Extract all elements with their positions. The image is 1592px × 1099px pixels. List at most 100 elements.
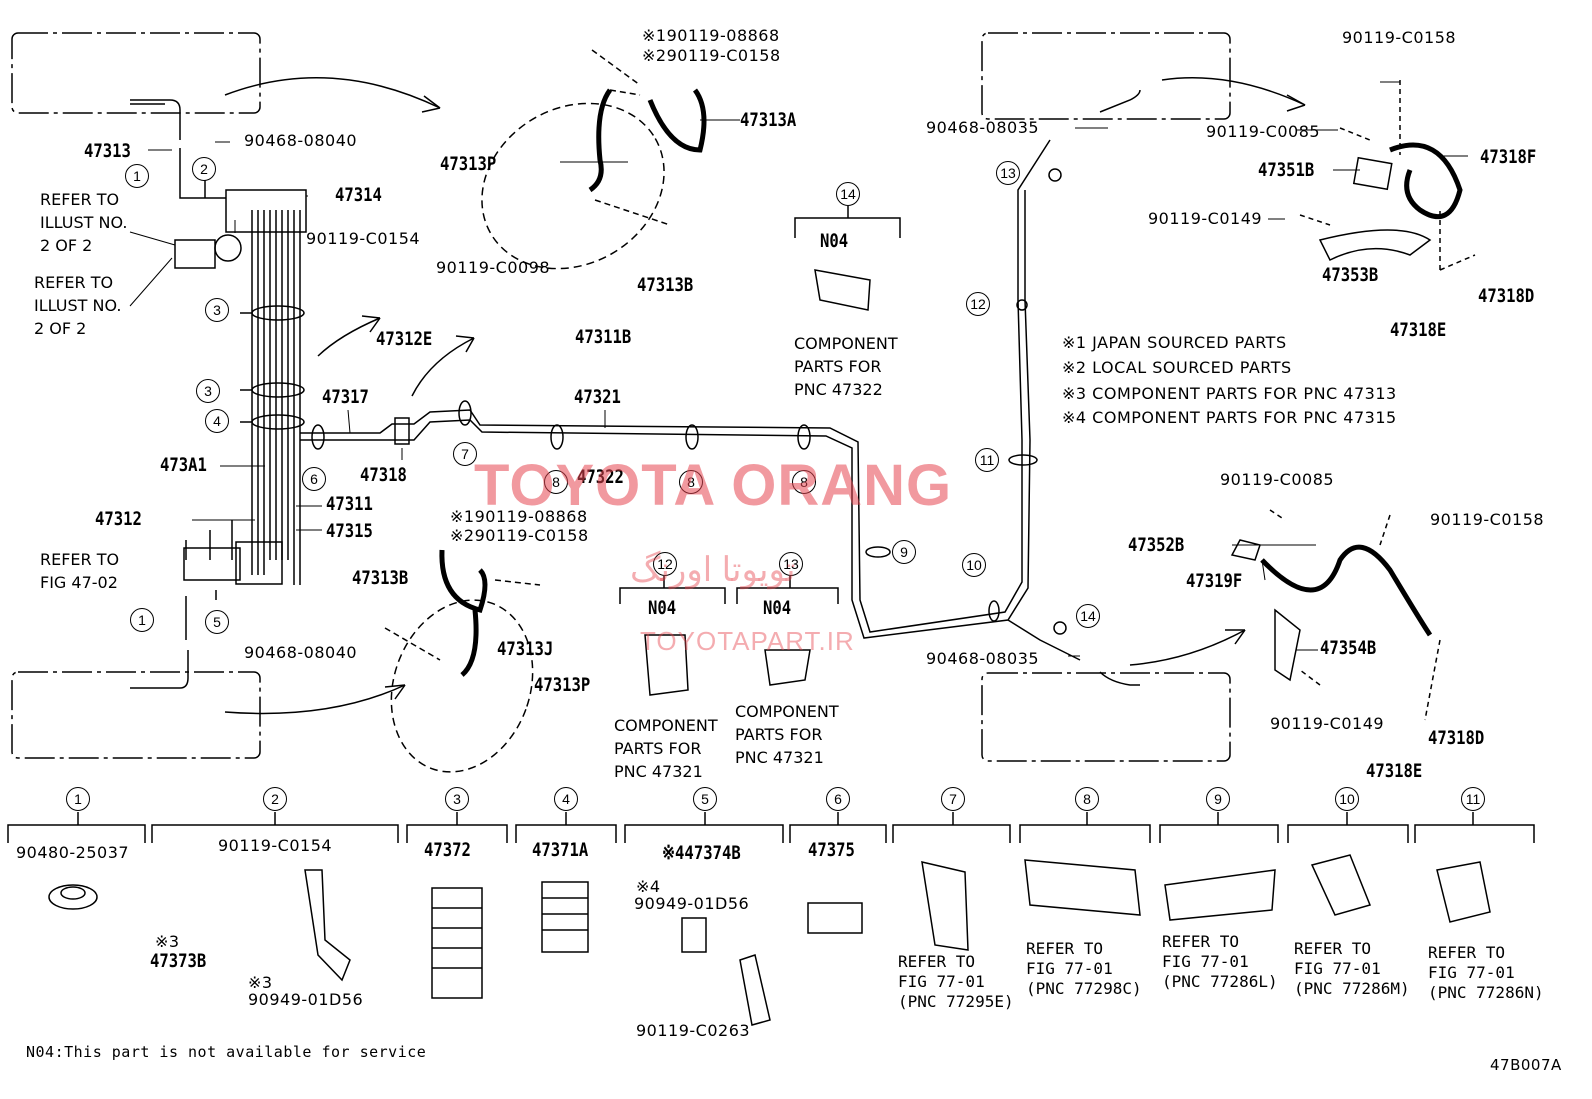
index-circle-6: 6 <box>826 787 850 811</box>
label-47313B-top: 47313B <box>637 274 694 296</box>
arrow-47311B <box>411 337 475 397</box>
label-47313P-top: 47313P <box>440 153 497 175</box>
legend-item-1: ※1 JAPAN SOURCED PARTS <box>1062 333 1287 352</box>
label-n04-c: N04 <box>763 597 792 619</box>
joint-47318 <box>394 417 410 445</box>
bottom-refer-77295E: REFER TO FIG 77-01 (PNC 77295E) <box>898 952 1014 1011</box>
bottom-label-47372: 47372 <box>424 839 471 861</box>
clamp-3b <box>251 382 305 398</box>
label-47318D-r1: 47318D <box>1478 285 1535 307</box>
label-47352B: 47352B <box>1128 534 1185 556</box>
footer-note: N04:This part is not available for servi… <box>26 1043 427 1061</box>
label-90468-08035-top: 90468-08035 <box>926 118 1040 137</box>
arrow-top-right <box>1161 77 1306 106</box>
label-47317: 47317 <box>322 386 369 408</box>
component-parts-47321-b: COMPONENT PARTS FOR PNC 47321 <box>735 702 839 767</box>
label-90468-08040-top: 90468-08040 <box>244 131 358 150</box>
label-90119-C0149-r2: 90119-C0149 <box>1270 714 1385 733</box>
hose-47318F <box>1389 142 1463 220</box>
index-circle-8: 8 <box>792 470 816 494</box>
index-circle-3: 3 <box>196 379 220 403</box>
bottom-refer-77286M: REFER TO FIG 77-01 (PNC 77286M) <box>1294 939 1410 998</box>
index-circle-3: 3 <box>205 298 229 322</box>
clip-77286M <box>1310 854 1372 916</box>
clip-90949 <box>681 917 707 953</box>
index-circle-9: 9 <box>892 540 916 564</box>
clip-n04-b <box>644 634 689 696</box>
index-circle-5: 5 <box>693 787 717 811</box>
index-circle-1: 1 <box>130 608 154 632</box>
watermark-main: TOYOTA ORANG <box>474 453 953 518</box>
label-47311B: 47311B <box>575 326 632 348</box>
bottom-label-note3b: ※3 <box>248 973 273 992</box>
index-circle-5: 5 <box>205 610 229 634</box>
watermark-site: TOYOTAPART.IR <box>640 626 855 656</box>
index-circle-8: 8 <box>1075 787 1099 811</box>
bottom-label-note4: ※4 <box>636 877 661 896</box>
label-473A1: 473A1 <box>160 454 207 476</box>
detail-box-bottom-left <box>11 671 261 759</box>
index-circle-13: 13 <box>996 161 1020 185</box>
index-circle-12: 12 <box>966 292 990 316</box>
label-47351B: 47351B <box>1258 159 1315 181</box>
label-90119-08868-top: ※190119-08868 <box>642 26 780 45</box>
label-47318: 47318 <box>360 464 407 486</box>
index-circle-11: 11 <box>1461 787 1485 811</box>
label-90119-C0149-r1: 90119-C0149 <box>1148 209 1263 228</box>
label-47353B: 47353B <box>1322 264 1379 286</box>
tube-top-right <box>1099 89 1141 113</box>
detail-box-top-right <box>981 32 1231 120</box>
hose-detail-ellipse-mid <box>390 599 534 773</box>
tube-bottom-right <box>1099 671 1140 686</box>
clamp-47371A <box>541 881 589 953</box>
index-circle-9: 9 <box>1206 787 1230 811</box>
label-90119-08868-mid: ※190119-08868 <box>450 507 588 526</box>
arrow-bottom-right <box>1129 629 1246 666</box>
label-47321: 47321 <box>574 386 621 408</box>
bottom-refer-77286L: REFER TO FIG 77-01 (PNC 77286L) <box>1162 932 1278 991</box>
main-brake-lines <box>300 139 1081 661</box>
hose-47319F <box>1260 544 1433 637</box>
bottom-label-note3a: ※3 <box>155 932 180 951</box>
index-circle-6: 6 <box>302 467 326 491</box>
component-parts-47321-a: COMPONENT PARTS FOR PNC 47321 <box>614 716 718 781</box>
index-circle-1: 1 <box>125 164 149 188</box>
clamp-4 <box>251 414 305 430</box>
tube-top-left <box>130 99 181 140</box>
bracket-47354B <box>1274 608 1301 682</box>
label-47313: 47313 <box>84 140 131 162</box>
label-n04-a: N04 <box>820 230 849 252</box>
clip-47375 <box>807 902 863 934</box>
index-circle-7: 7 <box>453 442 477 466</box>
label-47318E-r1: 47318E <box>1390 319 1447 341</box>
label-47319F: 47319F <box>1186 570 1243 592</box>
label-47315: 47315 <box>326 520 373 542</box>
clip-77286N <box>1436 861 1491 923</box>
arrow-bottom-left <box>224 684 406 715</box>
bottom-label-47374B: ※447374B <box>662 842 741 864</box>
index-circle-10: 10 <box>1335 787 1359 811</box>
label-47322: 47322 <box>577 466 624 488</box>
index-circle-11: 11 <box>975 448 999 472</box>
index-circle-2: 2 <box>192 157 216 181</box>
label-47313J: 47313J <box>497 638 554 660</box>
legend-item-4: ※4 COMPONENT PARTS FOR PNC 47315 <box>1062 408 1397 427</box>
bracket-47374B <box>739 954 771 1026</box>
index-circle-12: 12 <box>653 552 677 576</box>
legend-item-2: ※2 LOCAL SOURCED PARTS <box>1062 358 1292 377</box>
label-47318D-r2: 47318D <box>1428 727 1485 749</box>
label-90468-08040-bottom: 90468-08040 <box>244 643 358 662</box>
grommet-90480 <box>48 884 98 910</box>
label-90119-C0158-mid: ※290119-C0158 <box>450 526 589 545</box>
bottom-label-90949-01D56-a: 90949-01D56 <box>248 990 364 1009</box>
label-90119-C0154: 90119-C0154 <box>306 229 421 248</box>
index-circle-10: 10 <box>962 553 986 577</box>
bottom-label-47371A: 47371A <box>532 839 589 861</box>
label-90119-C0158-top: ※290119-C0158 <box>642 46 781 65</box>
label-90119-C0085-r2: 90119-C0085 <box>1220 470 1335 489</box>
bottom-label-90119-C0154: 90119-C0154 <box>218 836 333 855</box>
index-circle-8: 8 <box>544 470 568 494</box>
index-circle-3: 3 <box>445 787 469 811</box>
bottom-label-47375: 47375 <box>808 839 855 861</box>
